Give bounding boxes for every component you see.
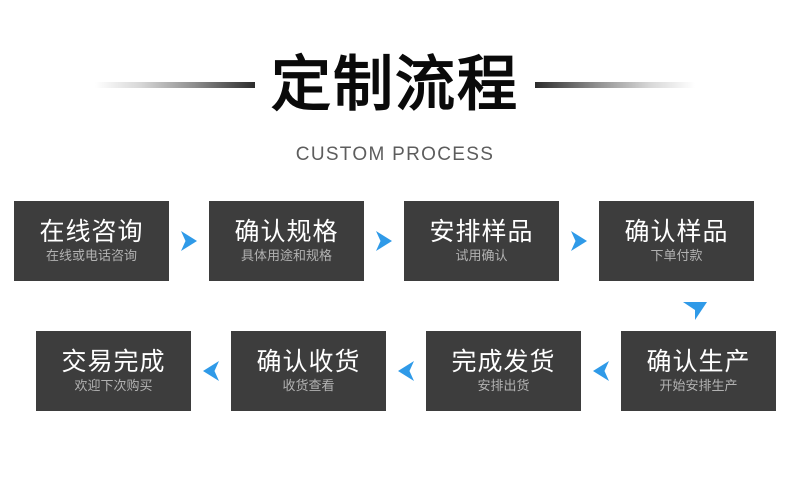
process-step-8[interactable]: 交易完成 欢迎下次购买 xyxy=(36,331,191,411)
process-step-title: 确认收货 xyxy=(256,346,361,376)
process-step-title: 确认生产 xyxy=(646,346,751,376)
process-flow: 在线咨询 在线或电话咨询 确认规格 具体用途和规格 安排样品 试用确认 xyxy=(0,200,790,412)
process-step-subtitle: 具体用途和规格 xyxy=(240,249,332,265)
arrow-left-icon xyxy=(191,331,231,411)
process-row-1: 在线咨询 在线或电话咨询 确认规格 具体用途和规格 安排样品 试用确认 xyxy=(0,200,790,282)
process-step-subtitle: 开始安排生产 xyxy=(659,379,738,395)
arrow-down-icon xyxy=(676,296,714,326)
process-step-title: 完成发货 xyxy=(451,346,556,376)
process-step-2[interactable]: 确认规格 具体用途和规格 xyxy=(209,201,364,281)
process-step-title: 在线咨询 xyxy=(39,216,144,246)
process-row-2: 确认生产 开始安排生产 完成发货 安排出货 确认收货 收货查看 xyxy=(0,330,790,412)
process-step-title: 交易完成 xyxy=(61,346,166,376)
arrow-left-icon xyxy=(386,331,426,411)
process-step-4[interactable]: 确认样品 下单付款 xyxy=(599,201,754,281)
process-step-subtitle: 欢迎下次购买 xyxy=(74,379,153,395)
process-step-subtitle: 试用确认 xyxy=(455,249,508,265)
arrow-right-icon xyxy=(169,201,209,281)
process-step-1[interactable]: 在线咨询 在线或电话咨询 xyxy=(14,201,169,281)
process-step-title: 安排样品 xyxy=(429,216,534,246)
process-step-7[interactable]: 确认收货 收货查看 xyxy=(231,331,386,411)
page-subtitle: CUSTOM PROCESS xyxy=(295,144,495,165)
process-step-subtitle: 下单付款 xyxy=(650,249,703,265)
arrow-right-icon xyxy=(364,201,404,281)
process-step-3[interactable]: 安排样品 试用确认 xyxy=(404,201,559,281)
title-row: 定制流程 xyxy=(0,46,790,124)
arrow-left-icon xyxy=(581,331,621,411)
process-step-subtitle: 收货查看 xyxy=(282,379,335,395)
page-header: 定制流程 CUSTOM PROCESS xyxy=(0,0,790,166)
process-step-6[interactable]: 完成发货 安排出货 xyxy=(426,331,581,411)
process-step-5[interactable]: 确认生产 开始安排生产 xyxy=(621,331,776,411)
arrow-right-icon xyxy=(559,201,599,281)
title-rule-left-decoration xyxy=(95,82,255,88)
process-step-title: 确认规格 xyxy=(234,216,339,246)
title-rule-right-decoration xyxy=(535,82,695,88)
process-step-subtitle: 在线或电话咨询 xyxy=(45,249,137,265)
process-step-subtitle: 安排出货 xyxy=(477,379,530,395)
page-title: 定制流程 xyxy=(271,50,519,120)
process-step-title: 确认样品 xyxy=(624,216,729,246)
